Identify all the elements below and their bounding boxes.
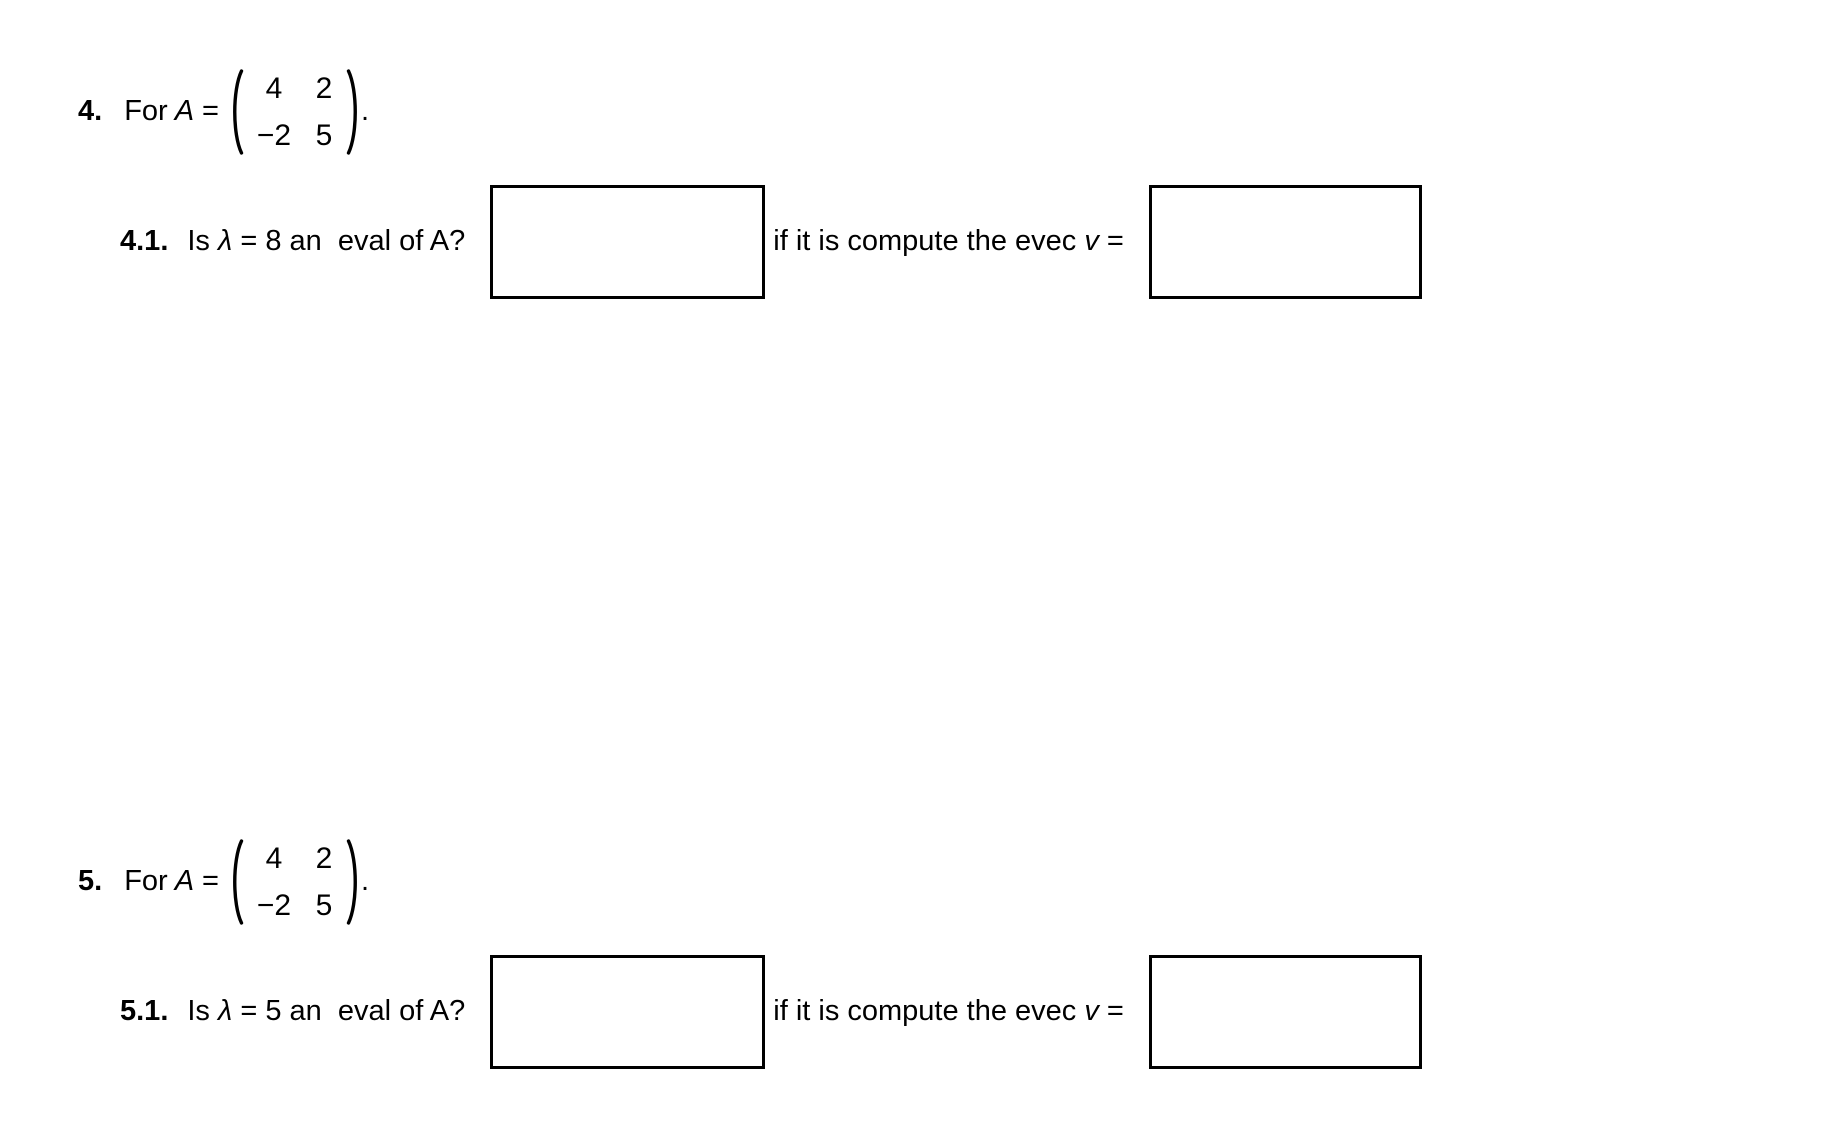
question-text: Is λ = 8 an eval of A? — [187, 225, 465, 258]
question-post: = 5 an eval of A? — [232, 995, 466, 1028]
matrix-variable: A — [174, 95, 195, 128]
matrix-cell: 5 — [315, 889, 333, 922]
matrix-cell: −2 — [256, 119, 292, 152]
eval-answer-box[interactable] — [490, 955, 766, 1069]
right-paren-icon — [346, 69, 357, 155]
matrix-cells: 4 2 −2 5 — [251, 68, 339, 156]
question-text: Is λ = 5 an eval of A? — [187, 995, 465, 1028]
matrix-cell: −2 — [256, 889, 292, 922]
intro-for-label: For — [124, 865, 168, 898]
problem-number: 5. — [78, 865, 103, 898]
followup-text: if it is compute the evec v = — [773, 995, 1124, 1028]
subproblem-number: 4.1. — [120, 225, 169, 258]
equals-sign: = — [202, 865, 219, 898]
matrix-cell: 4 — [265, 842, 283, 875]
intro-for-label: For — [124, 95, 168, 128]
matrix: 4 2 −2 5 . — [229, 68, 369, 156]
matrix-cell: 4 — [265, 72, 283, 105]
matrix-cell: 5 — [315, 119, 333, 152]
followup-pre: if it is compute the evec — [773, 225, 1085, 258]
equals-sign: = — [1098, 995, 1124, 1028]
left-paren-icon — [233, 69, 244, 155]
problem-4-intro: 4. For A = 4 2 −2 5 . — [78, 67, 369, 157]
question-pre: Is — [187, 225, 218, 258]
equals-sign: = — [1098, 225, 1124, 258]
equals-sign: = — [202, 95, 219, 128]
problem-5-intro: 5. For A = 4 2 −2 5 . — [78, 837, 369, 927]
followup-pre: if it is compute the evec — [773, 995, 1085, 1028]
question-post: = 8 an eval of A? — [232, 225, 466, 258]
matrix-cell: 2 — [315, 842, 333, 875]
evec-answer-box[interactable] — [1148, 955, 1422, 1069]
problem-number: 4. — [78, 95, 103, 128]
left-paren-icon — [233, 839, 244, 925]
matrix-variable: A — [174, 865, 195, 898]
right-paren-icon — [346, 839, 357, 925]
matrix-cells: 4 2 −2 5 — [251, 838, 339, 926]
matrix: 4 2 −2 5 . — [229, 838, 369, 926]
subproblem-number: 5.1. — [120, 995, 169, 1028]
followup-text: if it is compute the evec v = — [773, 225, 1124, 258]
matrix-cell: 2 — [315, 72, 333, 105]
vector-variable: v — [1084, 225, 1099, 258]
sentence-period: . — [360, 95, 370, 128]
sentence-period: . — [360, 865, 370, 898]
question-pre: Is — [187, 995, 218, 1028]
lambda-symbol: λ — [218, 225, 233, 258]
evec-answer-box[interactable] — [1148, 185, 1422, 299]
lambda-symbol: λ — [218, 995, 233, 1028]
vector-variable: v — [1084, 995, 1099, 1028]
eval-answer-box[interactable] — [490, 185, 766, 299]
problem-4-1-row: 4.1. Is λ = 8 an eval of A? if it is com… — [120, 185, 1422, 299]
problem-5-1-row: 5.1. Is λ = 5 an eval of A? if it is com… — [120, 955, 1422, 1069]
